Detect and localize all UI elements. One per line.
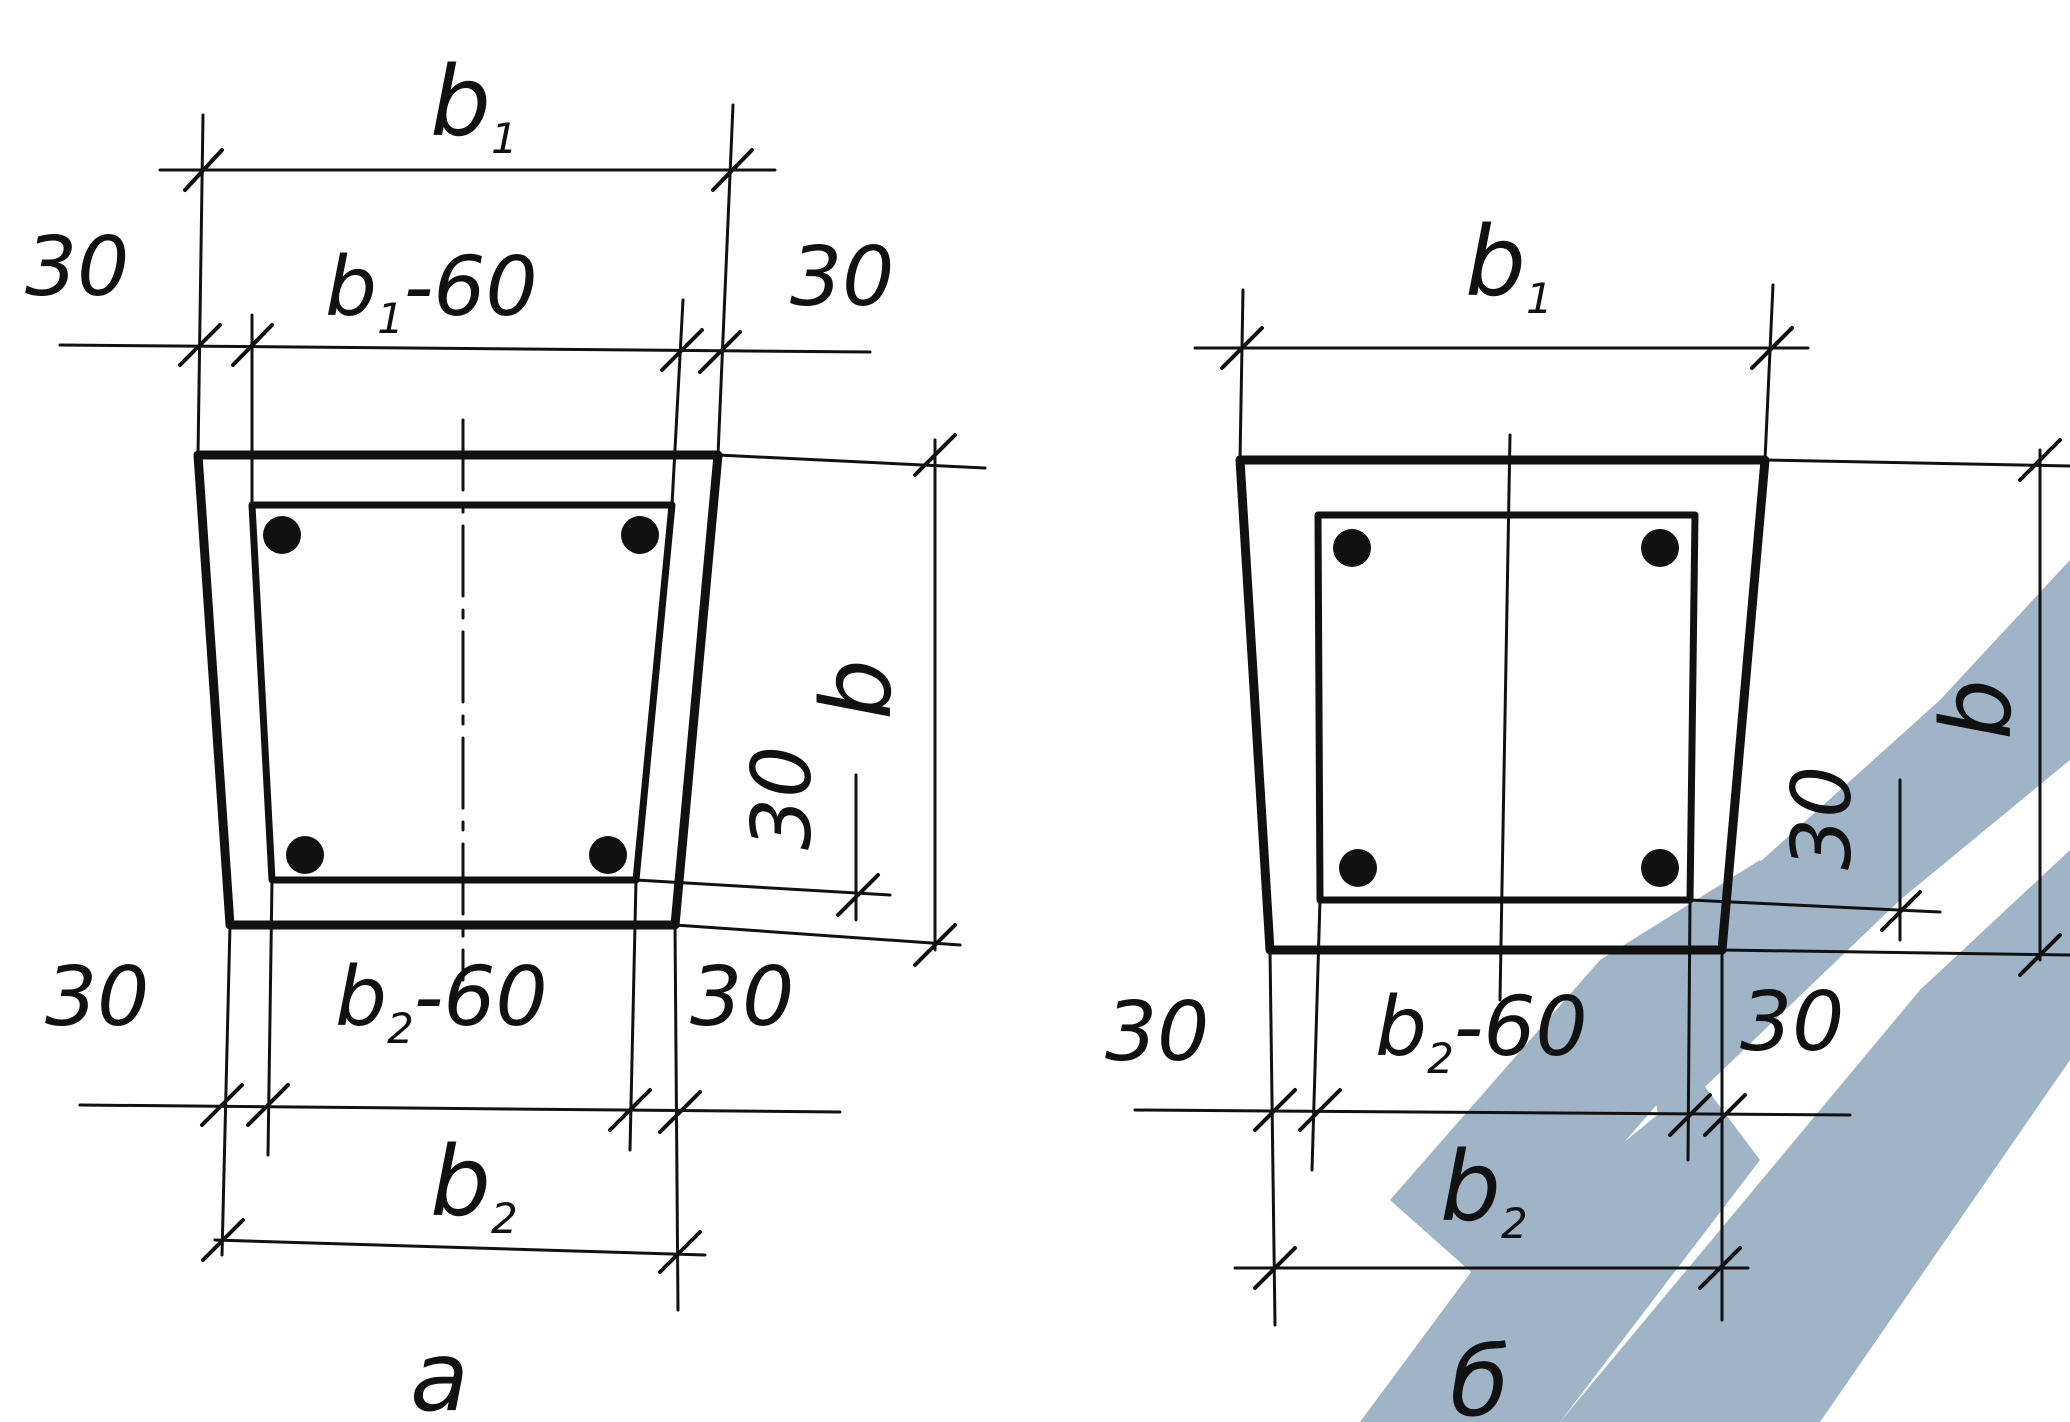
rebar-b-bottom-left (1339, 849, 1377, 887)
label-b-bottom-inner: b2-60 (1375, 980, 1588, 1083)
label-b-bottom-left-cover: 30 (1105, 985, 1209, 1080)
label-b-top-width: b1 (1465, 206, 1553, 323)
rebar-bottom-right (589, 836, 627, 874)
watermark-logo (1360, 560, 2070, 1422)
label-a-bottom-left-cover: 30 (45, 950, 149, 1045)
rebar-b-top-right (1641, 529, 1679, 567)
section-b: b1 b 30 30 b2-60 30 b2 б (1105, 206, 2070, 1422)
label-a-bottom-inner: b2-60 (335, 950, 548, 1053)
dim-a-top-inner-line (58, 343, 872, 354)
dim-a-top-ext-right (716, 103, 735, 457)
caption-b: б (1450, 1326, 1509, 1422)
label-a-bottom-cover-vertical: 30 (735, 746, 830, 850)
dim-b-bottom-inner-line (1133, 1108, 1852, 1117)
rebar-b-top-left (1333, 529, 1371, 567)
rebar-top-left (263, 516, 301, 554)
dim-a-bottom-inner-line (78, 1103, 842, 1114)
dim-a-bottom-width-line (213, 1238, 707, 1257)
label-a-top-inner: b1-60 (325, 240, 538, 343)
label-a-top-left-cover: 30 (25, 220, 129, 315)
label-a-top-right-cover: 30 (790, 230, 894, 325)
caption-a: a (410, 1321, 469, 1422)
label-b-height: b (1921, 679, 2033, 740)
section-b-axis (1498, 433, 1512, 1002)
label-b-bottom-cover-vertical: 30 (1775, 766, 1870, 870)
section-a: b1 30 b1-60 30 b 30 30 b2-60 30 b2 a (25, 46, 987, 1422)
dim-a-top-ext-left (196, 113, 205, 457)
label-a-height: b (801, 659, 913, 720)
label-a-bottom-right-cover: 30 (690, 950, 794, 1045)
label-b-bottom-right-cover: 30 (1740, 975, 1844, 1070)
rebar-top-right (621, 516, 659, 554)
rebar-b-bottom-right (1641, 849, 1679, 887)
label-a-bottom-width: b2 (430, 1126, 518, 1243)
label-b-bottom-width: b2 (1440, 1131, 1528, 1248)
rebar-bottom-left (286, 836, 324, 874)
label-a-top-width: b1 (430, 46, 518, 163)
